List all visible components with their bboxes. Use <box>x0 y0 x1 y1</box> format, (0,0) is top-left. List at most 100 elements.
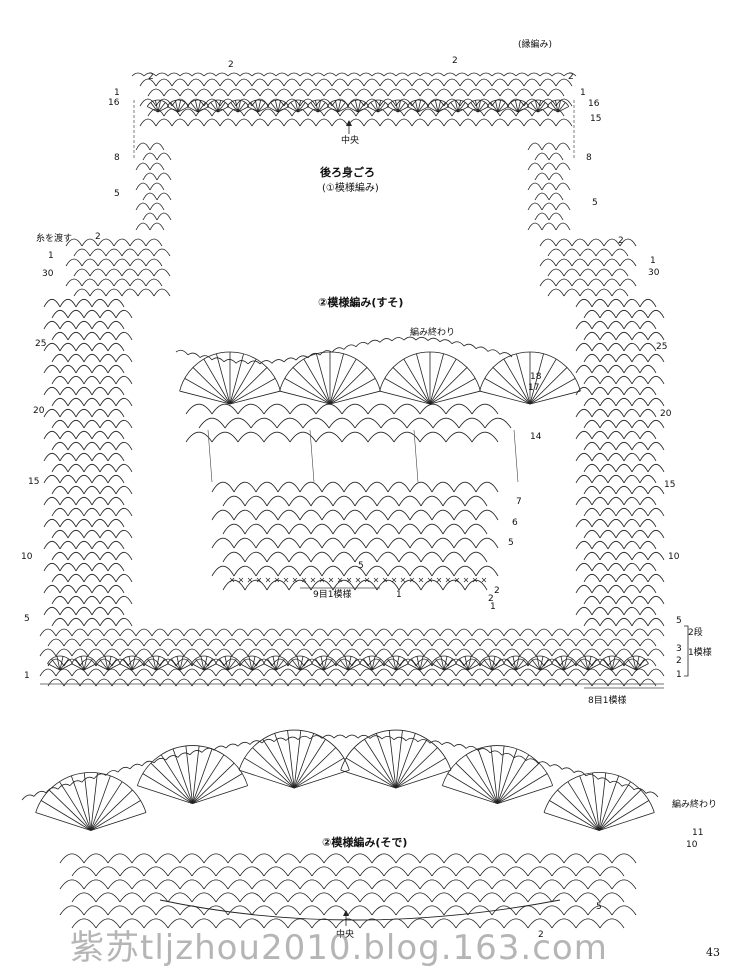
hem-fan-stitch <box>216 353 231 405</box>
sleeve-mesh <box>587 905 613 916</box>
hem-base-stitch <box>481 577 487 583</box>
sleeve-edging-picot <box>189 750 203 756</box>
sleeve-mesh <box>347 905 373 916</box>
row-number: 1 <box>114 88 120 98</box>
back-edging-picot <box>239 72 253 77</box>
hem-upper-mesh <box>406 417 434 429</box>
back-bottom-band-stitch <box>207 658 225 667</box>
back-right-column-stitch <box>615 309 633 319</box>
hem-edging-picot <box>379 338 393 343</box>
back-left-column-stitch <box>99 529 117 539</box>
back-right-column-stitch <box>647 331 665 341</box>
back-left-column-stitch <box>67 309 85 319</box>
hem-lower-mesh <box>266 579 290 591</box>
back-bottom-band-stitch <box>247 668 265 677</box>
back-bottom-band-stitch <box>511 638 529 647</box>
back-left-shoulder-stitch <box>113 258 131 267</box>
back-left-column-stitch <box>115 441 133 451</box>
hem-fan-stitch <box>479 351 581 392</box>
back-top-fan-stitch <box>167 106 179 113</box>
sleeve-mesh <box>167 918 193 929</box>
hem-lower-mesh <box>255 537 279 549</box>
sleeve-fan-stitch <box>599 812 655 831</box>
back-left-column-stitch <box>75 606 93 616</box>
back-left-column-stitch <box>51 309 69 319</box>
sleeve-edging-picot <box>81 776 95 783</box>
back-edging-picot <box>539 72 553 77</box>
back-bottom-fan-stitch <box>635 663 649 671</box>
back-bottom-band-stitch <box>311 668 329 677</box>
sleeve-fan-stitch <box>83 772 92 831</box>
hem-upper-mesh <box>484 417 512 429</box>
back-bottom-band-stitch <box>151 668 169 677</box>
sleeve-mesh <box>239 866 265 877</box>
back-bottom-fan-stitch <box>47 655 73 664</box>
hem-lower-mesh <box>453 565 477 577</box>
back-left-shoulder-stitch <box>121 248 139 257</box>
hem-lower-mesh <box>409 537 433 549</box>
back-bottom-band-stitch <box>455 628 473 637</box>
row-number: 1 <box>48 251 54 261</box>
hem-lower-mesh <box>332 579 356 591</box>
back-left-column-stitch <box>107 320 125 330</box>
back-top-fan-stitch <box>214 100 219 113</box>
back-right-column-stitch <box>615 397 633 407</box>
hem-upper-mesh <box>419 431 447 443</box>
back-bottom-band-stitch <box>615 648 633 657</box>
back-bottom-band-stitch <box>343 668 361 677</box>
back-bottom-band-stitch <box>351 638 369 647</box>
hem-lower-mesh <box>299 565 323 577</box>
back-top-fan-stitch <box>377 102 386 113</box>
back-right-column-stitch <box>639 518 657 528</box>
hem-lower-mesh <box>398 551 422 563</box>
back-bottom-fan-stitch <box>515 656 520 671</box>
back-left-upper-stitch <box>135 162 151 171</box>
back-top-band-stitch <box>251 118 269 127</box>
back-bottom-fan-stitch <box>587 658 597 671</box>
back-bottom-band-stitch <box>495 678 513 687</box>
back-top-band-stitch <box>355 88 373 97</box>
back-left-column-stitch <box>75 562 93 572</box>
back-top-fan-stitch <box>526 99 550 107</box>
sleeve-mesh <box>311 892 337 903</box>
back-bottom-band-stitch <box>423 668 441 677</box>
back-right-column-stitch <box>599 485 617 495</box>
sleeve-fan-stitch <box>48 789 92 831</box>
back-top-band-stitch <box>339 108 357 117</box>
back-bottom-band-stitch <box>583 648 601 657</box>
arrow-label: 2 <box>452 56 458 66</box>
back-bottom-band-stitch <box>247 628 265 637</box>
hem-edging-picot <box>487 349 501 355</box>
hem-lower-mesh <box>277 565 301 577</box>
sleeve-mesh <box>275 853 301 864</box>
back-bottom-fan-stitch <box>155 658 165 671</box>
back-right-shoulder-stitch <box>603 278 621 287</box>
sleeve-edging-picot <box>117 766 131 773</box>
sleeve-edging-picot <box>489 750 503 756</box>
back-bottom-band-stitch <box>111 678 129 687</box>
back-bottom-band-stitch <box>263 668 281 677</box>
hem-lower-mesh <box>244 523 268 535</box>
hem-lower-mesh <box>387 537 411 549</box>
back-bottom-band-stitch <box>391 668 409 677</box>
hem-fan-stitch <box>429 390 481 405</box>
back-bottom-band-stitch <box>591 678 609 687</box>
back-bottom-fan-stitch <box>339 658 349 671</box>
sleeve-fan-stitch <box>192 748 213 804</box>
sleeve-mesh <box>515 853 541 864</box>
back-right-column-stitch <box>623 606 641 616</box>
back-bottom-band-stitch <box>55 668 73 677</box>
back-top-fan-stitch <box>390 102 399 113</box>
hem-base-stitch <box>454 577 460 583</box>
back-top-fan-stitch <box>517 106 529 113</box>
back-right-shoulder-stitch <box>539 278 557 287</box>
sleeve-edging-picot <box>585 773 599 780</box>
back-left-column-stitch <box>115 331 133 341</box>
hem-upper-mesh <box>289 403 317 415</box>
sleeve-mesh <box>407 892 433 903</box>
back-left-column-stitch <box>115 507 133 517</box>
back-top-fan-stitch <box>317 106 329 113</box>
hem-base-stitch <box>283 577 289 583</box>
back-top-fan-stitch <box>197 106 209 113</box>
